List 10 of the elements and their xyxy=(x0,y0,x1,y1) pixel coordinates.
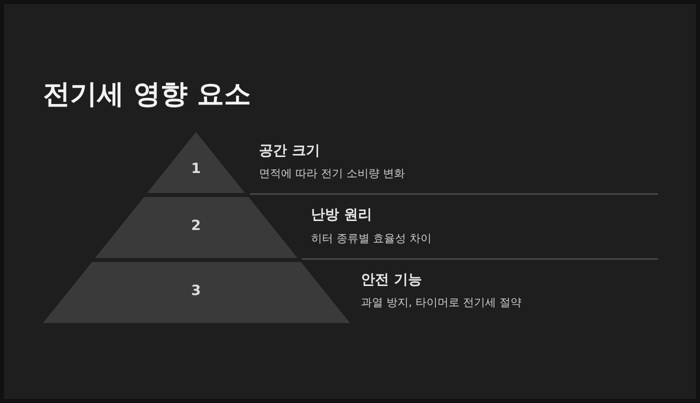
pyramid-tier: 3 xyxy=(42,262,350,323)
tier-description: 과열 방지, 타이머로 전기세 절약 xyxy=(361,295,522,310)
pyramid-tier: 2 xyxy=(94,197,298,258)
tier-heading: 공간 크기 xyxy=(259,142,320,160)
tier-description: 면적에 따라 전기 소비량 변화 xyxy=(259,166,405,181)
pyramid-tier: 1 xyxy=(146,132,246,193)
tier-heading: 난방 원리 xyxy=(311,206,372,224)
slide-title: 전기세 영향 요소 xyxy=(43,78,251,112)
tier-heading: 안전 기능 xyxy=(361,271,422,289)
tier-description: 히터 종류별 효율성 차이 xyxy=(311,231,432,246)
